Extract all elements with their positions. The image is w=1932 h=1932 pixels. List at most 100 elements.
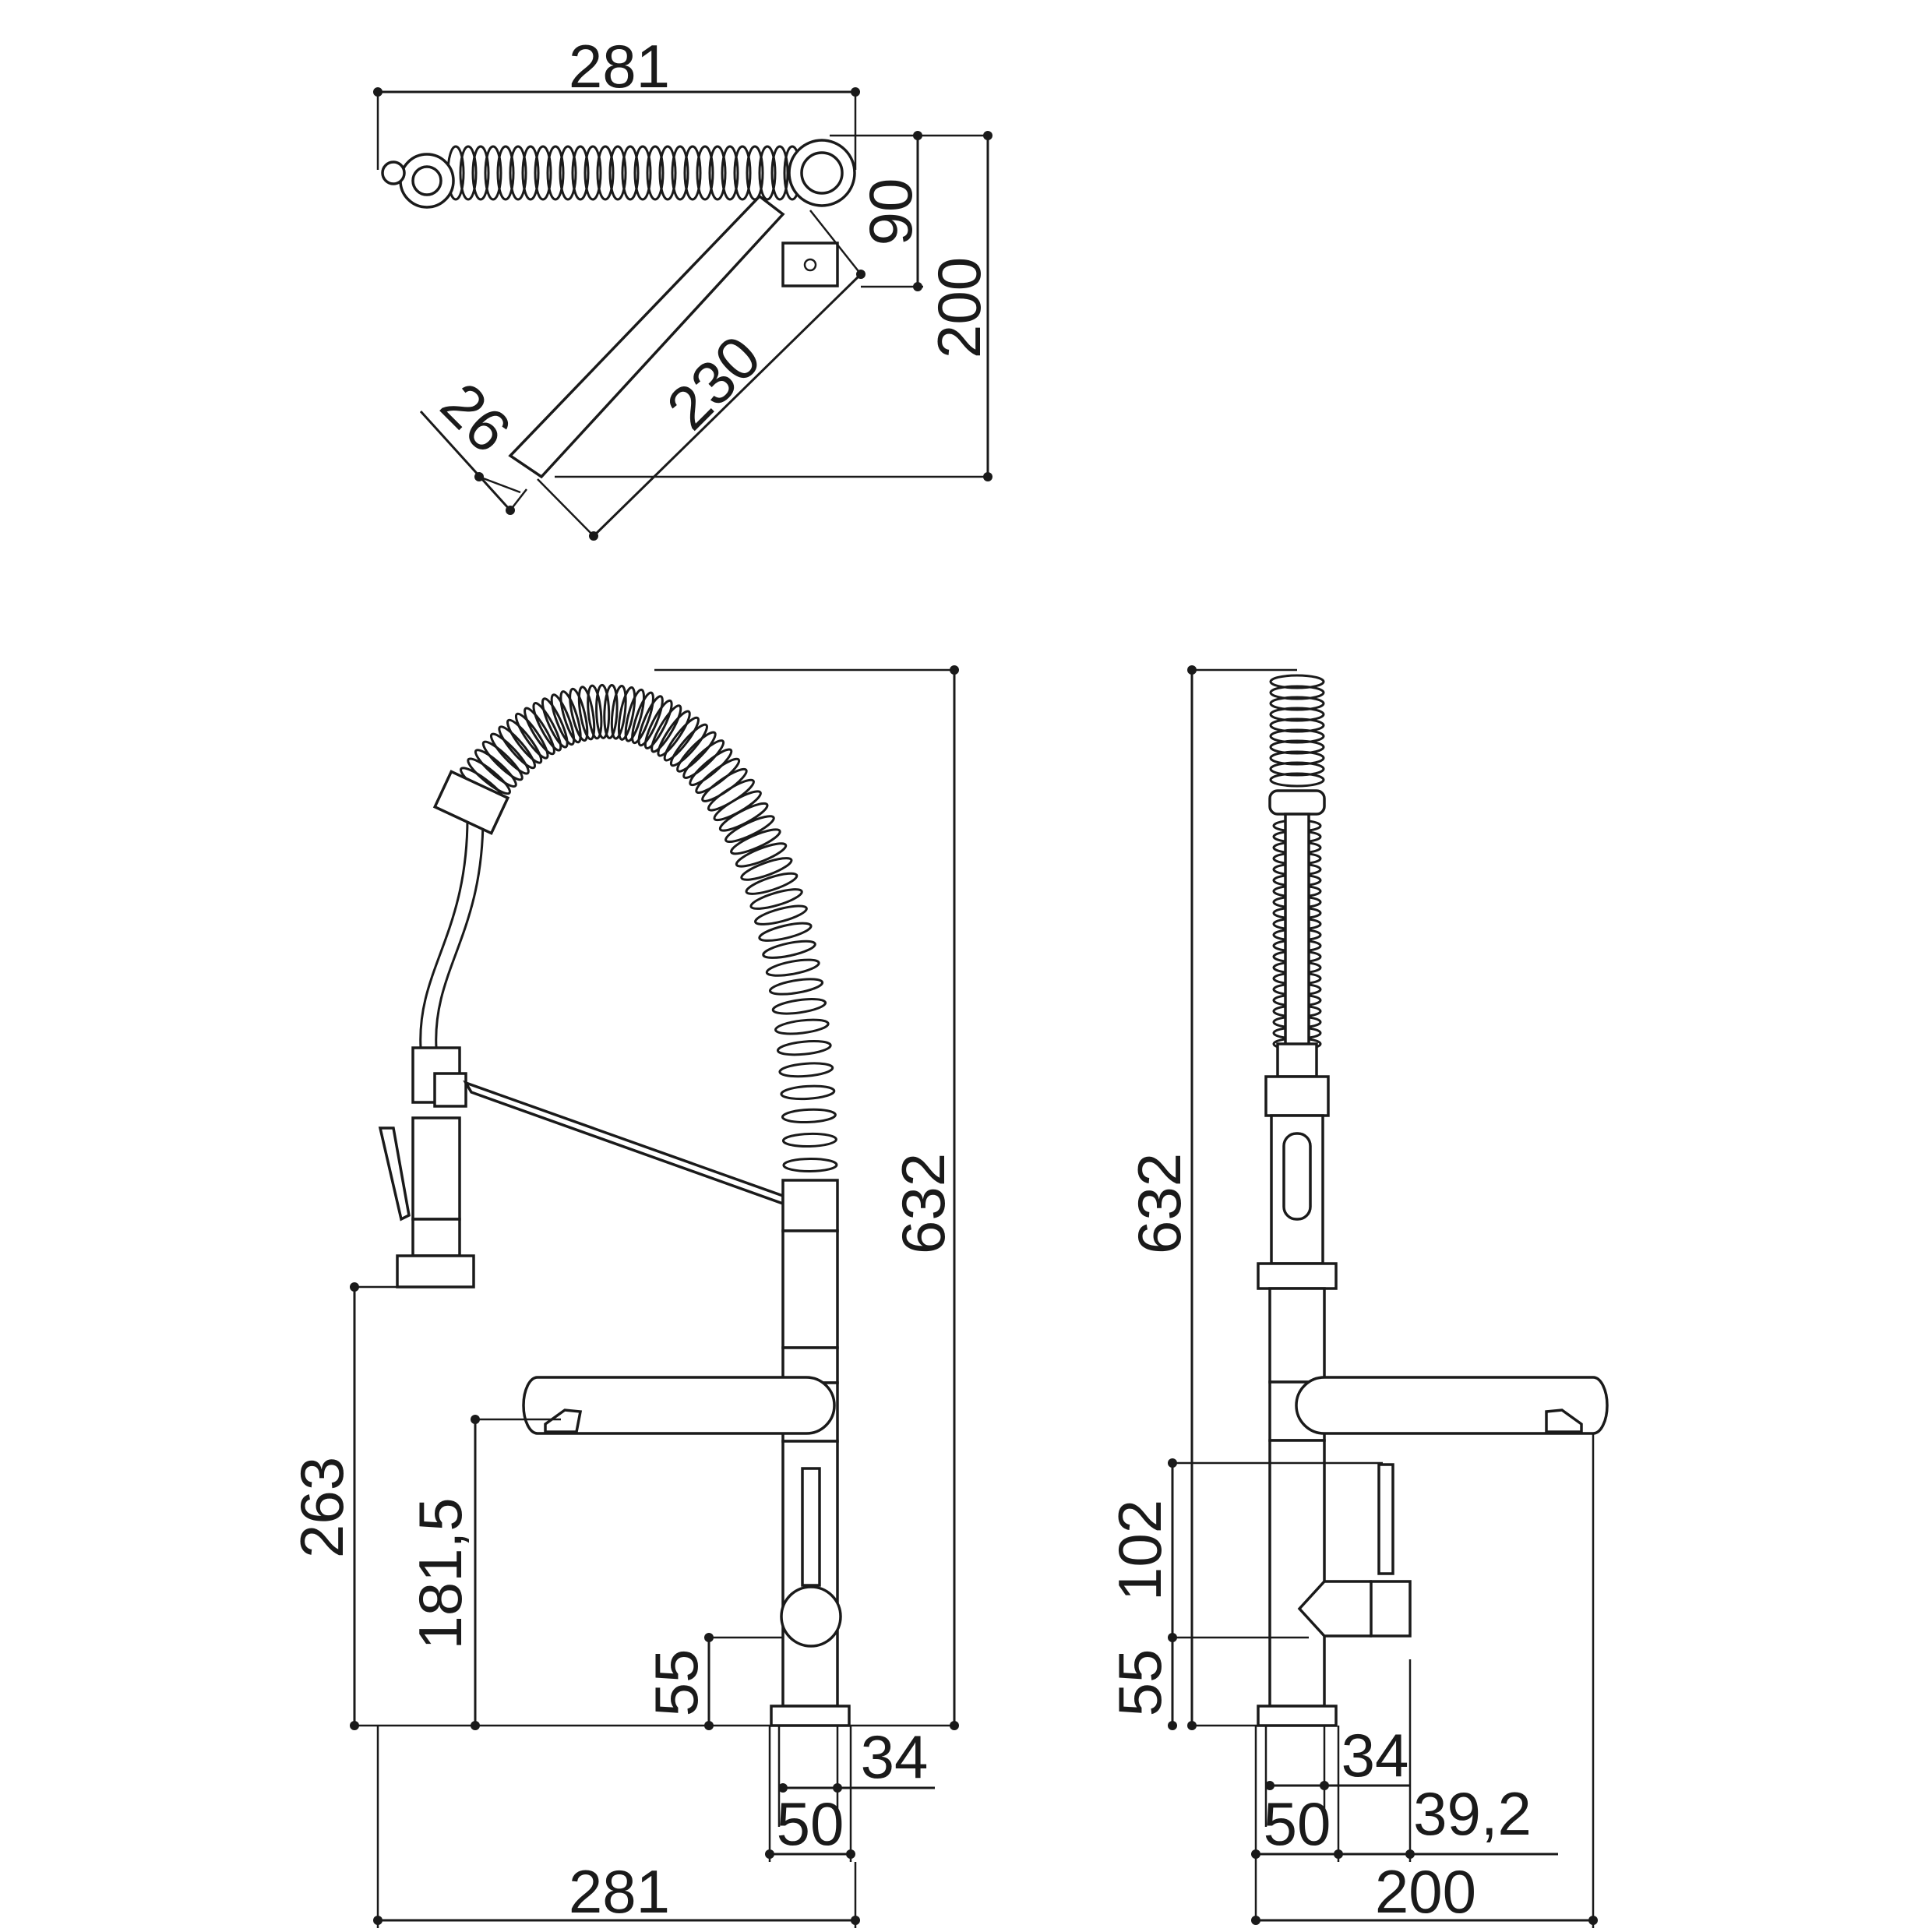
spring-coil-turn [617,686,636,741]
spring-coil-turn [735,842,788,868]
top-view-arm-label: 230 [654,323,774,442]
spring-coil-turn [1269,750,1325,766]
spring-coil-turn [730,828,781,855]
spring-coil-turn [724,815,775,844]
spring-coil-turn [1269,761,1325,777]
side-view-lever-offset-label: 39,2 [1413,1779,1532,1848]
side-view-base-label: 34 [1341,1721,1409,1789]
spring-coil-turn [534,145,552,201]
spring-coil-turn [459,145,478,201]
side-view-handle-height-label: 55 [1105,1649,1174,1717]
spring-coil-turn [708,145,727,201]
spring-coil-turn [721,145,739,201]
spring-coil-turn [546,145,565,201]
top-view-offset-label: 90 [856,178,925,246]
spring-coil-turn [631,691,654,745]
spring-coil-turn [471,145,490,201]
spring-coil-turn [608,145,627,201]
spring-coil-turn [596,145,615,201]
front-view-pipe-label: 50 [777,1789,844,1858]
spring-coil-turn [740,857,793,881]
spring-coil-turn [658,145,677,201]
spring-coil-turn [569,687,589,742]
spring-coil-turn [762,940,816,959]
front-view-column-top [781,1179,839,1232]
spring-coil-turn [749,888,803,910]
top-view-spout-arm [508,194,785,479]
spring-coil-turn [771,998,827,1015]
spring-coil-turn [781,1132,837,1148]
front-view-spout-height-label: 181,5 [406,1497,474,1649]
spring-coil-turn [521,145,540,201]
spring-coil-turn [765,958,820,977]
spring-coil-turn [776,1040,832,1056]
spring-coil-turn [781,1108,837,1124]
front-view: 632 263 181,5 55 34 50 281 [287,665,959,1928]
spring-coil-turn [474,749,517,788]
spring-coil-turn [778,1062,834,1078]
spring-coil-turn [701,767,748,802]
spring-coil-turn [770,145,789,201]
top-view-arm-width-label: 26 [428,369,524,466]
front-view-spray-height-label: 263 [287,1457,356,1558]
spring-coil-turn [524,707,555,756]
spring-coil-turn [676,731,717,773]
side-view-spray-nozzle [1257,1262,1338,1290]
spring-coil-turn [583,145,602,201]
spring-coil-turn [1269,739,1325,755]
spring-coil-turn [671,145,689,201]
spring-coil-turn [621,145,640,201]
spring-coil-turn [689,748,733,787]
side-view-height-label: 632 [1125,1153,1193,1254]
spring-coil-turn [587,684,603,740]
spring-coil-turn [577,686,596,741]
spring-coil-turn [571,145,590,201]
spring-coil-turn [610,685,627,740]
front-view-lever-knob [780,1585,842,1648]
spring-coil-turn [498,725,536,770]
front-view-base-label: 34 [861,1722,929,1791]
spring-coil-turn [745,872,799,895]
spring-coil-turn [696,145,714,201]
side-view-lever-label: 102 [1105,1500,1174,1601]
spring-coil-turn [683,145,702,201]
front-view-hose [419,817,469,1049]
spring-coil-turn [509,145,527,201]
spring-coil-turn [624,688,646,742]
spring-coil-turn [733,145,752,201]
side-view-width-label: 200 [1375,1857,1476,1926]
spring-coil-turn [1269,707,1325,722]
spring-coil-turn [637,695,664,747]
top-view-depth-label: 200 [925,257,993,358]
spring-coil-turn [663,716,700,762]
spring-coil-turn [774,1018,830,1035]
spring-coil-turn [758,145,777,201]
front-view-handle-height-label: 55 [642,1649,710,1717]
spring-coil-turn [559,690,582,744]
spring-coil-turn [758,922,813,942]
spring-coil-turn [595,683,611,739]
spring-coil-turn [1269,685,1325,700]
top-view-handle-block [781,242,839,287]
spring-coil-turn [484,145,502,201]
spring-coil-turn [633,145,652,201]
spring-coil-turn [496,145,515,201]
spring-coil-turn [1269,696,1325,711]
front-view-height-label: 632 [889,1153,957,1254]
spring-coil-turn [780,1084,836,1101]
spring-coil-turn [1269,674,1325,689]
side-view-pipe-label: 50 [1264,1789,1331,1858]
top-view-width-label: 281 [569,32,670,100]
side-view-base-plate [1257,1705,1338,1727]
spring-coil-turn [532,702,562,752]
spring-coil-turn [695,757,741,795]
spring-coil-turn [768,978,824,996]
front-view-spring [460,683,838,1172]
side-view: 632 102 55 34 50 39,2 200 [1105,665,1609,1928]
spring-coil-turn [782,1157,838,1172]
top-view: 281 90 200 230 26 [373,32,993,541]
spring-coil-turn [489,732,530,775]
side-view-lever [1377,1463,1394,1575]
spring-coil-turn [657,710,691,757]
